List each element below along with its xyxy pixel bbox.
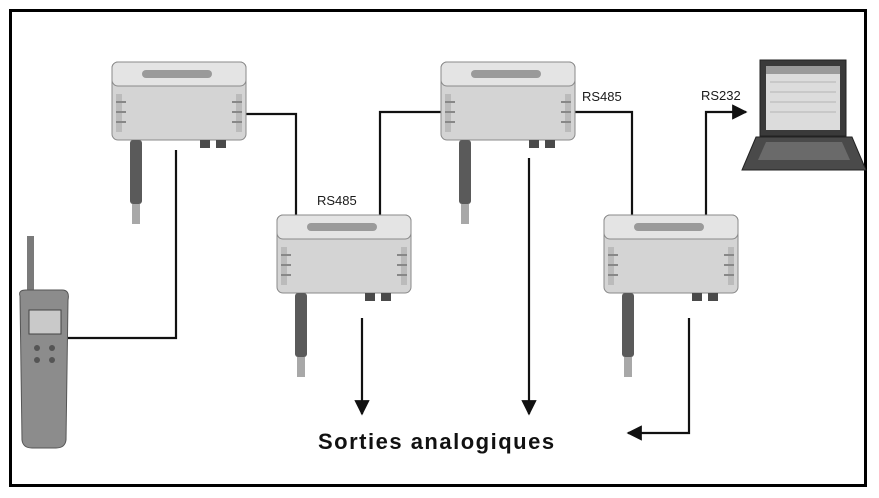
transmitter-icon [440,61,576,225]
handheld-meter-icon [19,236,69,449]
transmitter-icon [111,61,247,225]
analog-output-device4 [626,318,691,441]
analog-outputs-label: Sorties analogiques [318,429,556,454]
laptop-icon [741,59,867,171]
rs485-label: RS485 [317,193,357,208]
wire-handheld-to-device1 [68,150,178,340]
wire-device2-to-device3 [378,110,441,215]
transmitter-icon [603,214,739,378]
rs485-label: RS485 [582,89,622,104]
transmitter-icon [276,214,412,378]
rs232-label: RS232 [701,88,741,103]
wire-device3-to-device4 [574,110,634,215]
wire-device4-to-laptop [704,104,748,215]
wire-device1-to-device2 [246,112,298,215]
